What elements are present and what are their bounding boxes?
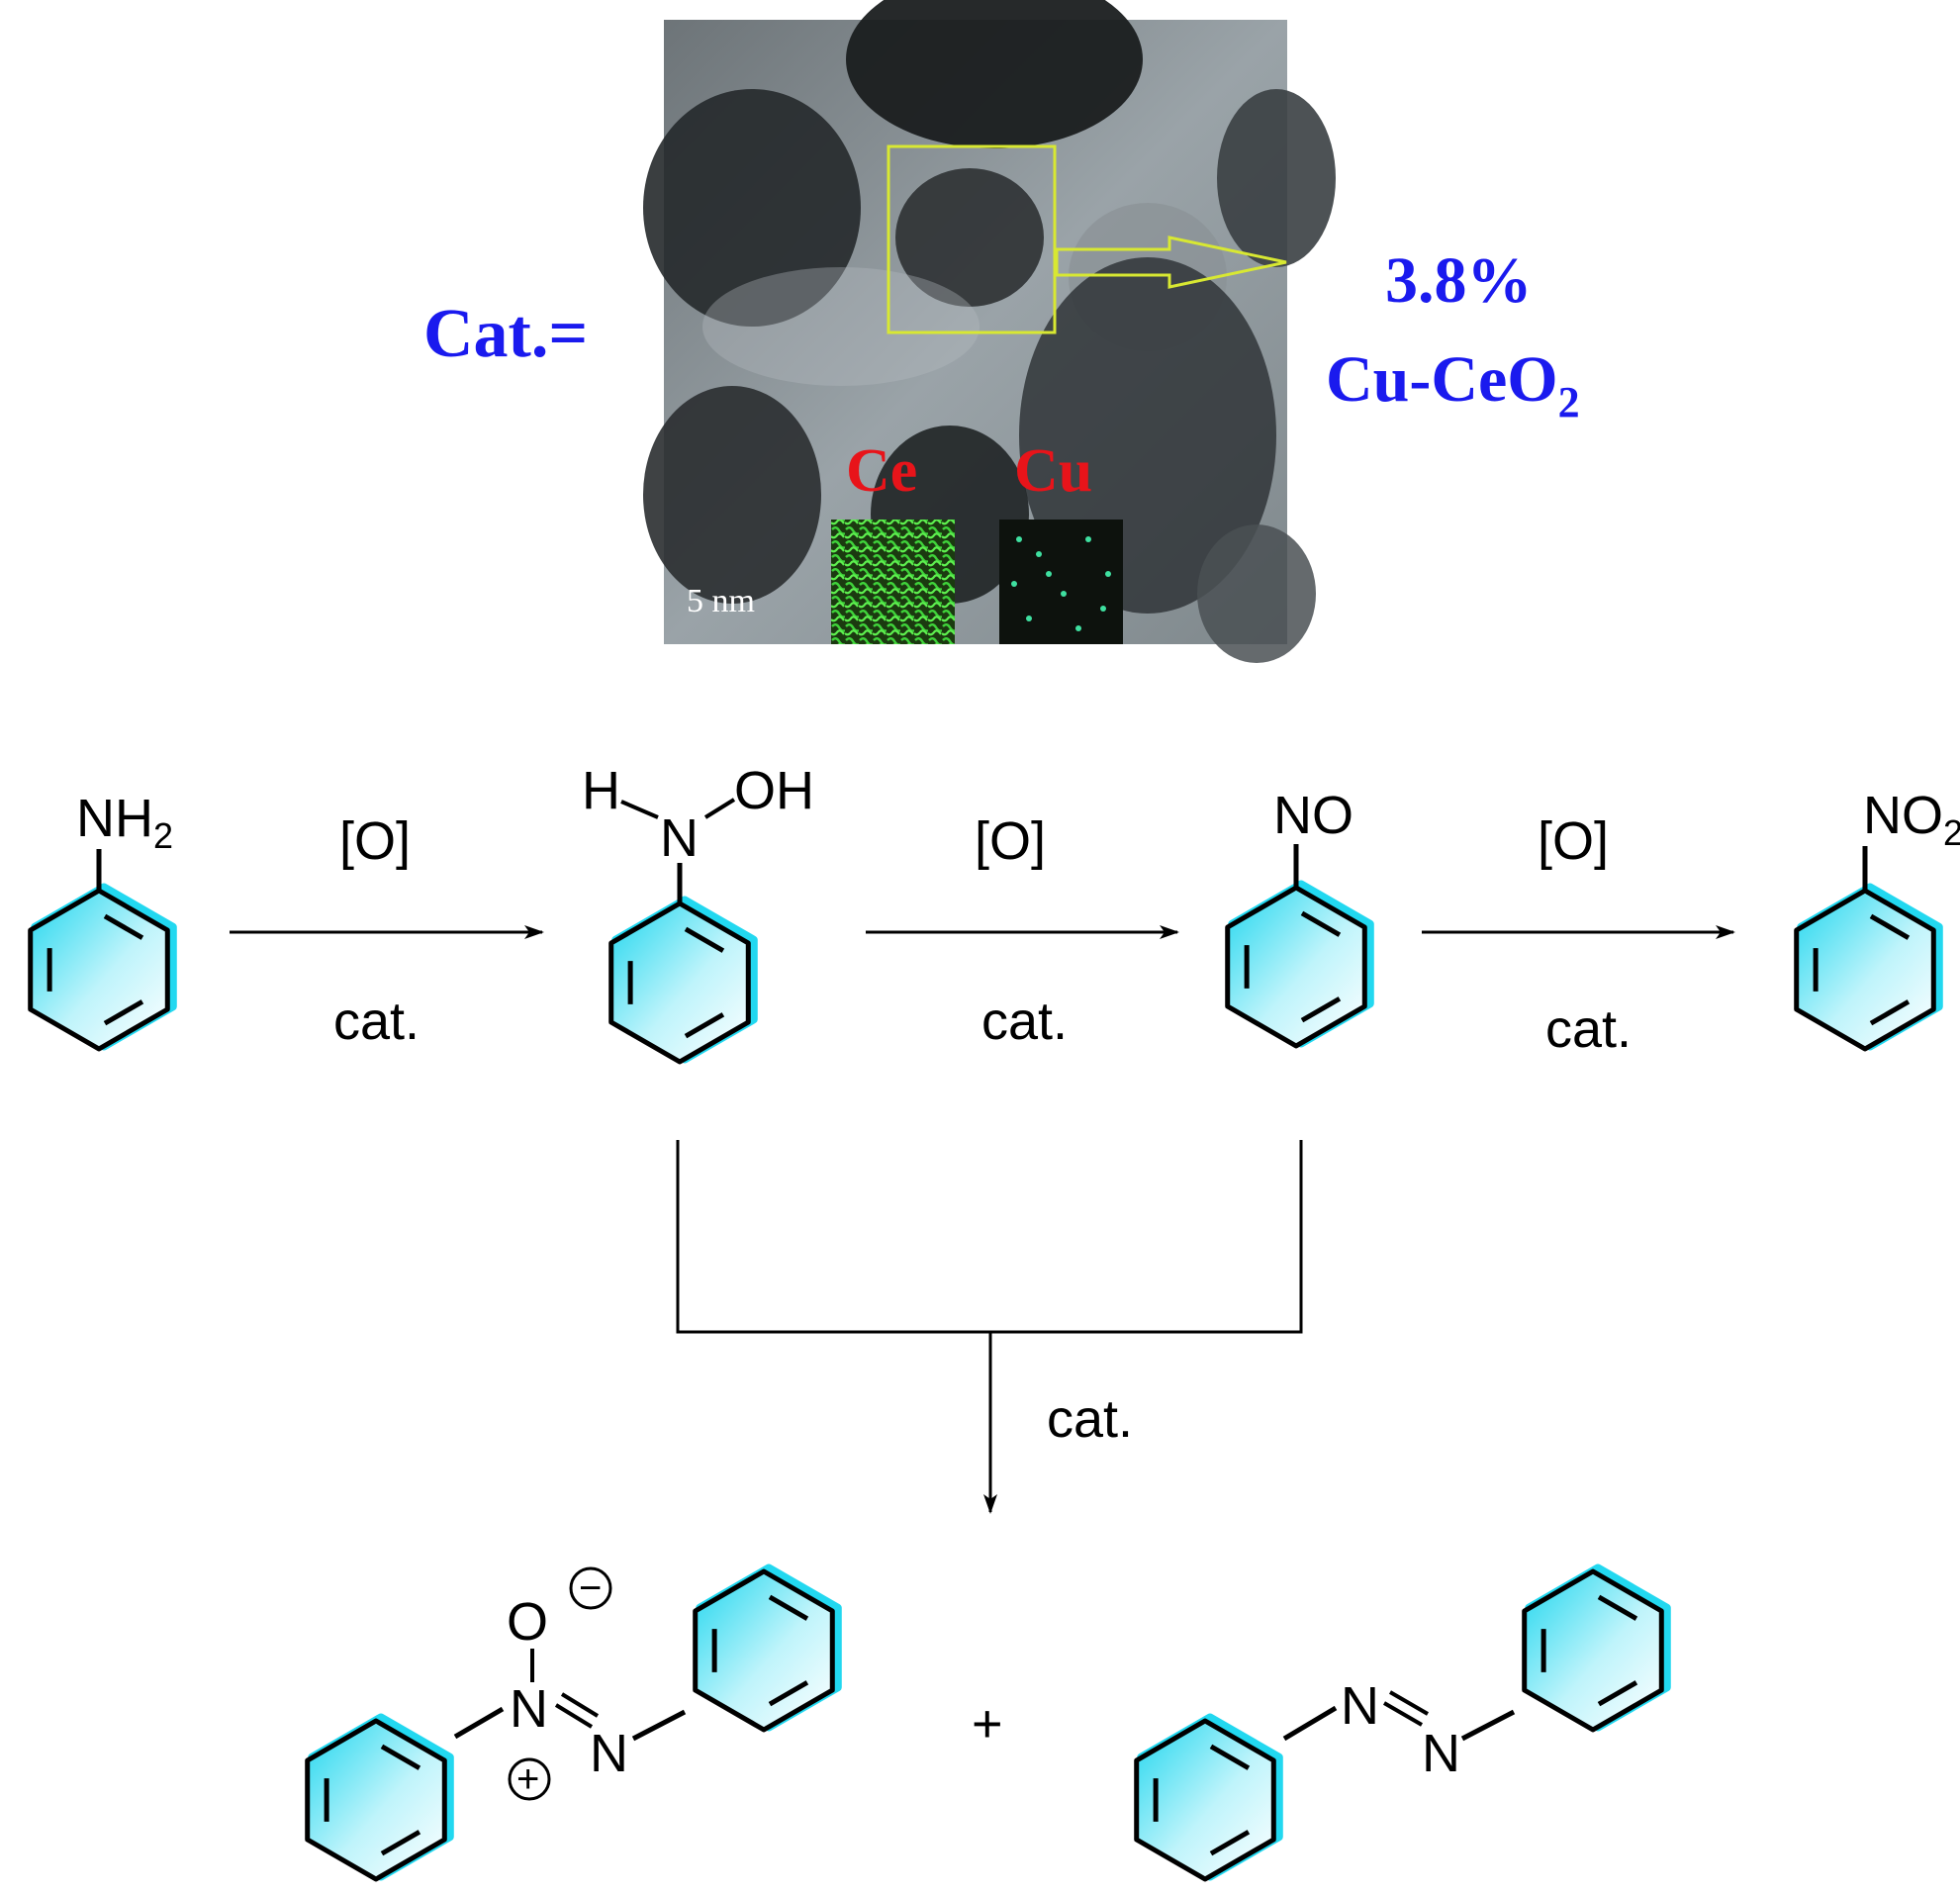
negative-charge-icon: [569, 1566, 612, 1610]
cu-map-dots: [1011, 536, 1111, 631]
ring-double-bond: [1597, 1680, 1638, 1707]
azo-n2-label: N: [1422, 1724, 1460, 1783]
highlight-box: [887, 144, 1057, 334]
benzene-rings: [28, 880, 1943, 1882]
azo-right-cn-bond: [1460, 1709, 1516, 1742]
step-1-catalyst: cat.: [333, 992, 420, 1051]
step-1-oxidant: [O]: [339, 811, 411, 871]
azoxy-nn-double-bond-1: [554, 1703, 594, 1729]
azoxy-n1-label: N: [510, 1679, 548, 1739]
aniline-ring: [28, 883, 177, 1052]
plus-sign: +: [972, 1694, 1003, 1753]
hydroxylamine-h-label: H: [582, 761, 620, 820]
azo-n1-label: N: [1341, 1676, 1379, 1736]
positive-charge-icon: [508, 1757, 551, 1801]
ring-double-bond: [1869, 913, 1911, 940]
positive-charge-sign: +: [516, 1757, 539, 1801]
aniline-nh2-label: NH2: [76, 789, 173, 856]
azoxy-left-ring: [305, 1713, 454, 1882]
nitro-group-label: NO2: [1863, 786, 1960, 853]
hydroxylamine-n-label: N: [660, 808, 699, 868]
ring-double-bond: [684, 1012, 725, 1039]
ring-double-bond: [1209, 1830, 1251, 1856]
catalyst-name: Cu-CeO2: [1326, 343, 1580, 426]
step-2-oxidant: [O]: [975, 811, 1046, 871]
ring-double-bond: [768, 1680, 809, 1707]
ce-element-map: [831, 520, 955, 644]
hydroxylamine-ring: [608, 896, 758, 1065]
negative-charge-sign: −: [579, 1566, 602, 1610]
step-3-oxidant: [O]: [1538, 811, 1609, 871]
ring-double-bond: [1300, 996, 1342, 1023]
azo-left-ring: [1134, 1713, 1283, 1882]
ring-double-bond: [103, 913, 144, 940]
azo-right-ring: [1522, 1563, 1671, 1733]
ring-double-bond: [1209, 1744, 1251, 1770]
azo-nn-double-bond-2: [1388, 1690, 1430, 1716]
scale-bar-label: 5 nm: [687, 583, 755, 619]
ring-double-bond: [1869, 999, 1911, 1026]
azoxy-right-cn-bond: [631, 1709, 687, 1742]
nitrobenzene-ring: [1794, 883, 1943, 1052]
azoxy-o-label: O: [507, 1592, 548, 1652]
ce-map-label: Ce: [846, 437, 917, 505]
ring-double-bond: [380, 1830, 421, 1856]
catalyst-label: Cat.=: [423, 296, 588, 372]
azoxy-left-cn-bond: [453, 1706, 505, 1740]
nh-bond: [620, 800, 659, 819]
condensation-catalyst: cat.: [1047, 1389, 1133, 1449]
azoxy-n2-label: N: [590, 1724, 628, 1783]
ring-double-bond: [1597, 1594, 1638, 1621]
step-3-catalyst: cat.: [1545, 999, 1632, 1059]
catalyst-loading: 3.8%: [1385, 244, 1533, 317]
azo-nn-double-bond-1: [1382, 1701, 1424, 1727]
cu-map-label: Cu: [1014, 437, 1092, 505]
condensation-bracket: [676, 1140, 1303, 1334]
ring-double-bond: [380, 1744, 421, 1770]
hydroxylamine-oh-label: OH: [734, 761, 814, 820]
ring-double-bond: [684, 926, 725, 953]
no-bond: [703, 798, 736, 819]
nitroso-group-label: NO: [1273, 786, 1353, 845]
step-2-catalyst: cat.: [981, 992, 1068, 1051]
nitrosobenzene-ring: [1225, 880, 1374, 1049]
ring-double-bond: [1300, 910, 1342, 937]
azo-left-cn-bond: [1282, 1705, 1338, 1742]
tem-micrograph: Ce Cu 5 nm: [643, 0, 1336, 663]
ring-double-bond: [103, 999, 144, 1026]
highlight-arrow: [1055, 236, 1287, 289]
azoxy-nn-double-bond-2: [560, 1692, 600, 1718]
azoxy-right-ring: [693, 1563, 842, 1733]
ring-double-bond: [768, 1594, 809, 1621]
